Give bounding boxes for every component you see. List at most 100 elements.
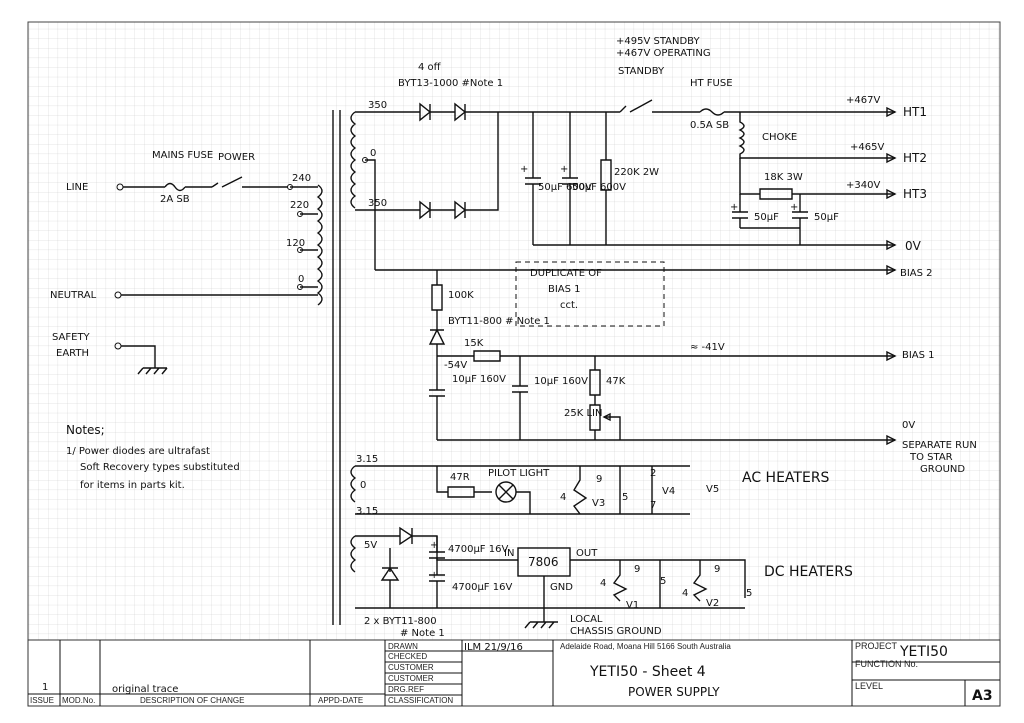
tap-240: 240: [292, 173, 311, 184]
bias1-label: BIAS 1: [902, 350, 935, 361]
tap-120: 120: [286, 238, 305, 249]
cap1-label: 50µF 600V: [538, 182, 592, 193]
description-value: original trace: [112, 684, 178, 695]
v1-label: V1: [626, 600, 639, 611]
reg-in: IN: [504, 548, 514, 559]
pin-2-v4: 2: [650, 468, 656, 479]
separate-run-2: SEPARATE RUN: [902, 440, 977, 451]
regulator-label: 7806: [528, 555, 559, 569]
cap-4700a-plus: +: [430, 540, 438, 551]
ht-supply: 350 0 350 4 off BYT13-1000 #Note 1 +495V…: [350, 36, 927, 270]
ht2-label: HT2: [903, 151, 927, 165]
pin-5-v3: 5: [622, 492, 628, 503]
mains-fuse-rating: 2A SB: [160, 194, 190, 205]
sec-5v: 5V: [364, 540, 377, 551]
cap2-label: 50µF 600V: [572, 182, 626, 193]
note1-line1: 1/ Power diodes are ultrafast: [66, 446, 210, 457]
neutral-label: NEUTRAL: [50, 290, 97, 301]
standby-voltage: +495V STANDBY: [616, 36, 701, 47]
diode-bias: BYT11-800 # Note 1: [448, 316, 550, 327]
reg-gnd: GND: [550, 582, 573, 593]
cap1-plus: +: [520, 164, 528, 175]
note1-line3: for items in parts kit.: [80, 480, 185, 491]
ht3-label: HT3: [903, 187, 927, 201]
v2-label: V2: [706, 598, 719, 609]
drawn-by: ILM 21/9/16: [464, 642, 523, 653]
mains-fuse-label: MAINS FUSE: [152, 150, 213, 161]
sec-350b: 350: [368, 198, 387, 209]
dc-heaters-label: DC HEATERS: [764, 564, 853, 580]
bias-supply: BIAS 2 DUPLICATE OF BIAS 1 cct. 100K BYT…: [375, 261, 977, 475]
separate-run-1: 0V: [902, 420, 915, 431]
ac-heaters: 3.15 0 3.15 47R PILOT LIGHT 9 4 V3 5 2 V…: [350, 454, 830, 517]
bias2-label: BIAS 2: [900, 268, 933, 279]
cap-bias1: 10µF 160V: [452, 374, 506, 385]
description-label: DESCRIPTION OF CHANGE: [140, 696, 244, 705]
pin-9-v3: 9: [596, 474, 602, 485]
separate-run-3: TO STAR: [909, 452, 953, 463]
power-switch-label: POWER: [218, 152, 255, 163]
company-address: Adelaide Road, Moana Hill 5166 South Aus…: [560, 642, 731, 651]
bleeder-label: 220K 2W: [614, 167, 659, 178]
v3-label: V3: [592, 498, 605, 509]
cap4-plus: +: [790, 202, 798, 213]
sheet-size: A3: [972, 688, 993, 704]
pin-7-v4: 7: [650, 500, 656, 511]
pin-4-v2: 4: [682, 588, 688, 599]
drawing-title-line1: YETI50 - Sheet 4: [589, 664, 706, 680]
cap-4700a: 4700µF 16V: [448, 544, 508, 555]
cap3-label: 50µF: [754, 212, 779, 223]
r-15k: 15K: [464, 338, 484, 349]
transformer-core: [332, 110, 341, 625]
sec-315b: 3.15: [356, 506, 378, 517]
zero-v-label: 0V: [905, 239, 922, 253]
r-47k: 47K: [606, 376, 626, 387]
dup-bias-line2: BIAS 1: [548, 284, 581, 295]
ac-heaters-label: AC HEATERS: [742, 470, 830, 486]
rectifier-qty: 4 off: [418, 62, 442, 73]
cap-bias2: 10µF 160V: [534, 376, 588, 387]
sec-315a: 3.15: [356, 454, 378, 465]
drg-ref-label: DRG.REF: [388, 685, 424, 694]
safety-earth-label-2: EARTH: [56, 348, 89, 359]
ht1-label: HT1: [903, 105, 927, 119]
issue-value: 1: [42, 682, 48, 693]
level-label: LEVEL: [855, 681, 883, 691]
ht-fuse-rating: 0.5A SB: [690, 120, 729, 131]
dc-diodes: 2 x BYT11-800: [364, 616, 437, 627]
pilot-light: PILOT LIGHT: [488, 468, 550, 479]
pin-9-v1: 9: [634, 564, 640, 575]
local-ground-1: LOCAL: [570, 614, 603, 625]
bias-voltage: ≈ -41V: [690, 342, 725, 353]
notes: Notes; 1/ Power diodes are ultrafast Sof…: [66, 423, 240, 491]
v5-label: V5: [706, 484, 719, 495]
appd-label: APPD-DATE: [318, 696, 363, 705]
dup-bias-line1: DUPLICATE OF: [530, 268, 602, 279]
separate-run-4: GROUND: [920, 464, 965, 475]
tap-0: 0: [298, 274, 304, 285]
v4-label: V4: [662, 486, 675, 497]
pin-9-v2: 9: [714, 564, 720, 575]
r-47r: 47R: [450, 472, 470, 483]
ht3-voltage: +340V: [846, 180, 880, 191]
customer-label-1: CUSTOMER: [388, 663, 434, 672]
choke-label: CHOKE: [762, 132, 797, 143]
ht1-voltage: +467V: [846, 95, 880, 106]
cap3-plus: +: [730, 202, 738, 213]
mod-label: MOD.No.: [62, 696, 95, 705]
ht-fuse-label: HT FUSE: [690, 78, 733, 89]
pin-5-v1: 5: [660, 576, 666, 587]
drawing-grid: [27, 21, 1001, 707]
dup-bias-line3: cct.: [560, 300, 578, 311]
classification-label: CLASSIFICATION: [388, 696, 453, 705]
dc-diodes-note: # Note 1: [400, 628, 445, 639]
pin-4-v1: 4: [600, 578, 606, 589]
checked-label: CHECKED: [388, 652, 427, 661]
drawn-label: DRAWN: [388, 642, 418, 651]
pin-5-v2: 5: [746, 588, 752, 599]
project-label: PROJECT: [855, 641, 898, 651]
sec-0b: 0: [360, 480, 366, 491]
notes-title: Notes;: [66, 423, 105, 437]
function-label: FUNCTION No.: [855, 659, 918, 669]
